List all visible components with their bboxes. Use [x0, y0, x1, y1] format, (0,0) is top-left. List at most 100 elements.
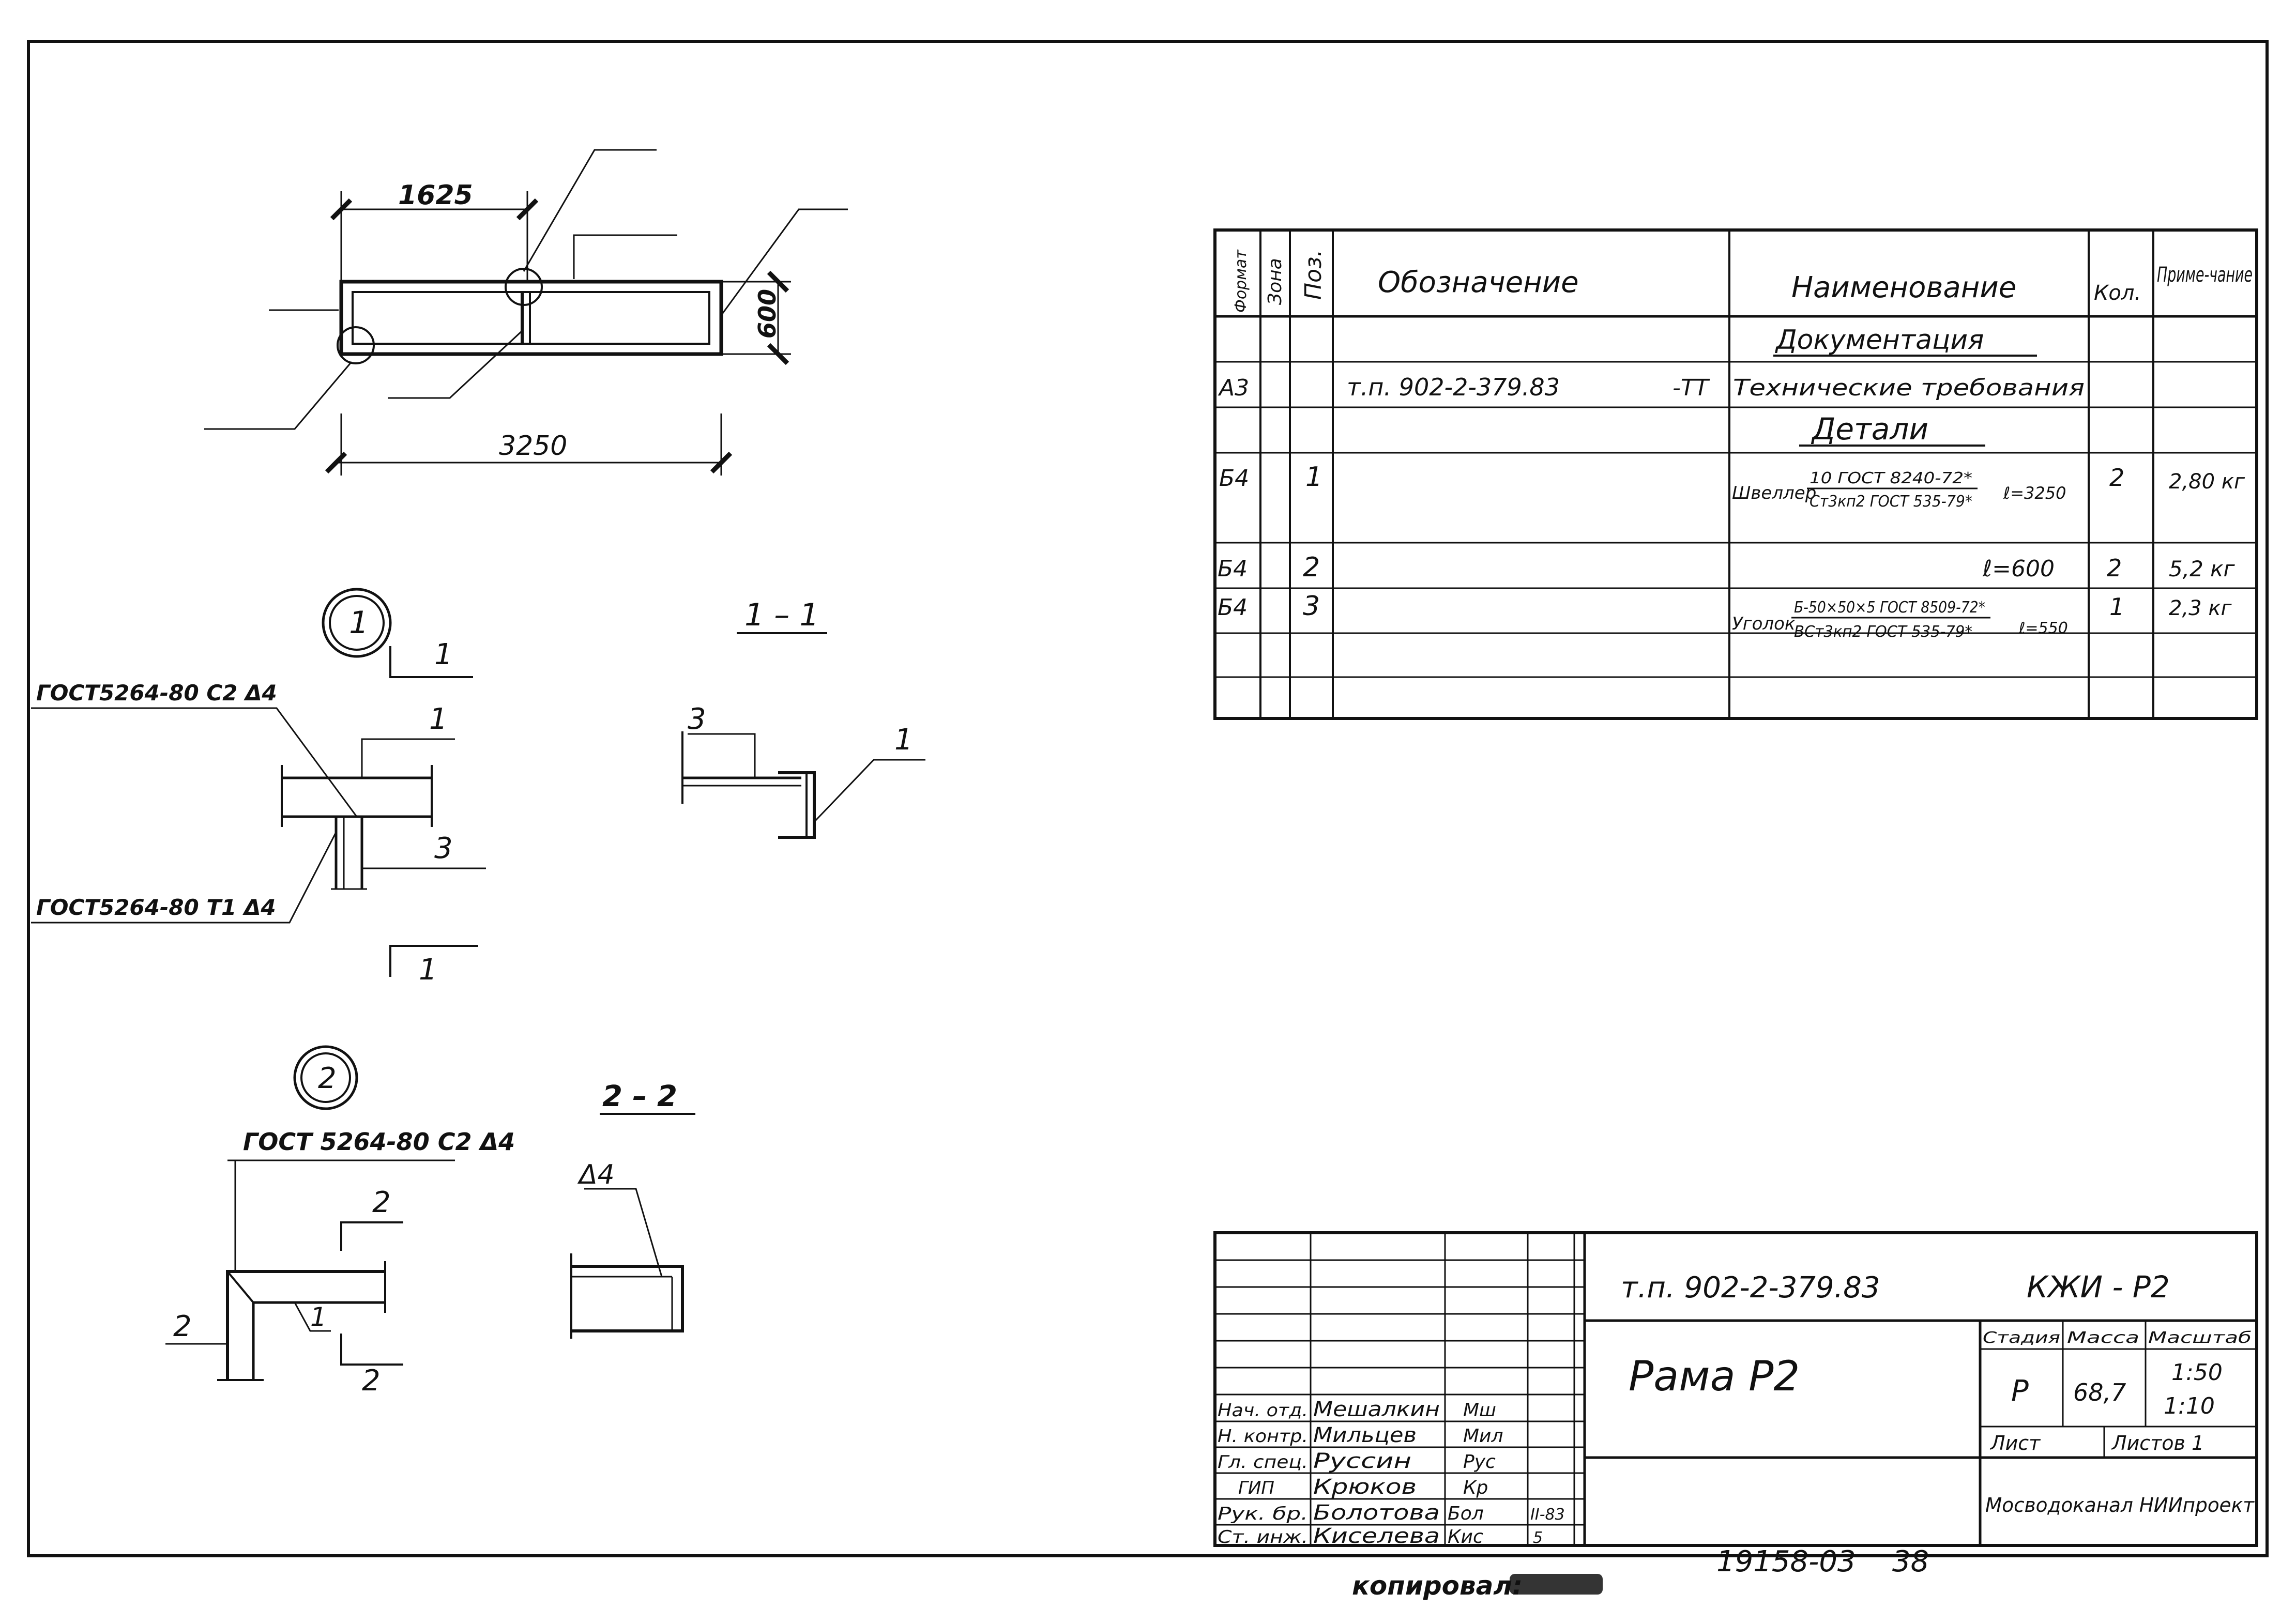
spec-header-name: Наименование	[1791, 271, 2016, 304]
staff-role: Н. контр.	[1218, 1426, 1308, 1447]
title-block	[1213, 1231, 2258, 1547]
channel-section	[571, 1265, 684, 1332]
spec-row2-qty: 2	[2107, 554, 2122, 582]
cut-mark-bottom	[389, 945, 478, 977]
staff-date: II-83	[1530, 1506, 1565, 1524]
node-1-pos3: 3	[434, 832, 453, 865]
tb-mass: 68,7	[2073, 1378, 2126, 1406]
node-2-pos1: 1	[310, 1302, 327, 1332]
frame-outline	[339, 280, 723, 356]
node-marker-circle-1	[505, 268, 543, 306]
staff-name: Болотова	[1313, 1501, 1440, 1525]
cut-mark-top	[389, 646, 473, 678]
staff-name: Крюков	[1313, 1475, 1417, 1499]
spec-row3-top: Б-50×50×5 ГОСТ 8509-72*	[1794, 599, 1985, 617]
spec-row2-note: 5,2 кг	[2169, 556, 2236, 581]
staff-role: Нач. отд.	[1218, 1400, 1308, 1421]
tb-stage-label: Стадия	[1983, 1329, 2060, 1347]
leader-1b	[573, 234, 677, 279]
spec-row3-note: 2,3 кг	[2169, 596, 2232, 620]
tb-mass-label: Масса	[2067, 1329, 2139, 1347]
spec-row2-pos: 2	[1303, 552, 1320, 583]
spec-row2-length: ℓ=600	[1982, 556, 2055, 582]
spec-doc-suffix: -ТТ	[1672, 375, 1710, 401]
channel-profile	[778, 771, 816, 839]
footer-inventory: 19158-03	[1716, 1545, 1856, 1579]
weld-leader-bottom	[31, 832, 337, 924]
staff-name: Мильцев	[1313, 1423, 1417, 1447]
node-2-marker	[293, 1045, 358, 1110]
section-1-1	[681, 632, 925, 839]
node-1-detail	[31, 588, 486, 977]
spec-row1-pos: 1	[1305, 462, 1322, 493]
spec-doc-designation: т.п. 902-2-379.83	[1347, 373, 1560, 401]
staff-name: Руссин	[1313, 1449, 1411, 1473]
spec-row1-length: ℓ=3250	[2003, 483, 2066, 503]
staff-role: Гл. спец.	[1218, 1452, 1308, 1473]
spec-header-note: Приме-чание	[2157, 263, 2253, 287]
node-1-marker-inner	[329, 595, 385, 651]
node-2-detail	[165, 1045, 455, 1381]
sheet-frame	[27, 40, 2269, 1557]
node-2-cut-bottom: 2	[362, 1364, 381, 1398]
weld-leader	[584, 1188, 663, 1277]
staff-name: Киселева	[1313, 1524, 1440, 1548]
tb-org: Мосводоканал НИИпроект	[1985, 1494, 2255, 1516]
cut-mark-top	[340, 1221, 403, 1251]
spec-section-parts: Детали	[1811, 411, 1928, 447]
spec-header-qty: Кол.	[2094, 281, 2141, 305]
tb-lists-label: Листов 1	[2111, 1432, 2204, 1454]
staff-sign: Кис	[1448, 1526, 1483, 1548]
dim-total-label: 3250	[499, 431, 567, 462]
title-block-border	[1213, 1231, 2258, 1547]
tb-stage: Р	[2011, 1374, 2029, 1408]
dim-half-label: 1625	[398, 180, 473, 211]
tb-scale-label: Масштаб	[2148, 1329, 2252, 1347]
tb-list-label: Лист	[1989, 1432, 2041, 1454]
frame-plan-view	[204, 149, 848, 476]
spec-row3-qty: 1	[2109, 593, 2124, 621]
staff-sign: Бол	[1448, 1503, 1484, 1524]
node-1-cut-bottom: 1	[419, 953, 437, 987]
tb-sheet-code: КЖИ - Р2	[2027, 1269, 2170, 1305]
dim-height-label: 600	[753, 289, 781, 339]
tb-code: т.п. 902-2-379.83	[1621, 1271, 1880, 1305]
tb-scale1: 1:50	[2171, 1359, 2223, 1386]
section-1-1-pos1: 1	[894, 723, 913, 757]
spec-row1-format: Б4	[1219, 465, 1249, 492]
node-2-number: 2	[318, 1062, 337, 1095]
spec-table-border	[1213, 228, 2258, 720]
spec-row2-format: Б4	[1218, 556, 1248, 582]
spec-row3-bottom: ВСт3кп2 ГОСТ 535-79*	[1794, 623, 1972, 641]
node-1-pos1: 1	[429, 702, 448, 736]
cut-mark-bottom	[340, 1334, 403, 1366]
staff-sign: Мил	[1463, 1426, 1503, 1447]
pos1-leader	[813, 759, 925, 823]
spec-doc-name: Технические требования	[1733, 375, 2085, 401]
leader-2	[720, 208, 848, 316]
staff-role: ГИП	[1238, 1478, 1274, 1498]
pos1-leader	[361, 738, 455, 778]
section-1-1-title: 1 – 1	[744, 597, 819, 633]
leader-2c	[204, 361, 353, 430]
node-1-marker	[322, 588, 392, 658]
spec-header-format: Формат	[1232, 249, 1250, 313]
spec-row1-top: 10 ГОСТ 8240-72*	[1810, 469, 1972, 487]
node-2-pos2: 2	[173, 1310, 192, 1343]
spec-header-designation: Обозначение	[1378, 266, 1579, 299]
node-2-cut-top: 2	[372, 1186, 391, 1219]
spec-table	[1213, 228, 2258, 720]
staff-role: Рук. бр.	[1218, 1504, 1308, 1524]
node-1-weld-top: ГОСТ5264-80 С2 Δ4	[36, 680, 277, 706]
leader-3	[388, 330, 523, 399]
spec-row1-prefix: Швеллер	[1732, 483, 1816, 503]
node-1-cut-top: 1	[434, 638, 453, 671]
staff-sign: Рус	[1463, 1451, 1496, 1473]
footer-sheet: 38	[1892, 1545, 1929, 1579]
spec-header-pos: Поз.	[1300, 250, 1327, 300]
footer-copied: копировал:	[1352, 1571, 1523, 1601]
tb-title: Рама Р2	[1629, 1352, 1800, 1400]
pos3-leader	[688, 733, 756, 778]
spec-header-zone: Зона	[1265, 258, 1286, 305]
